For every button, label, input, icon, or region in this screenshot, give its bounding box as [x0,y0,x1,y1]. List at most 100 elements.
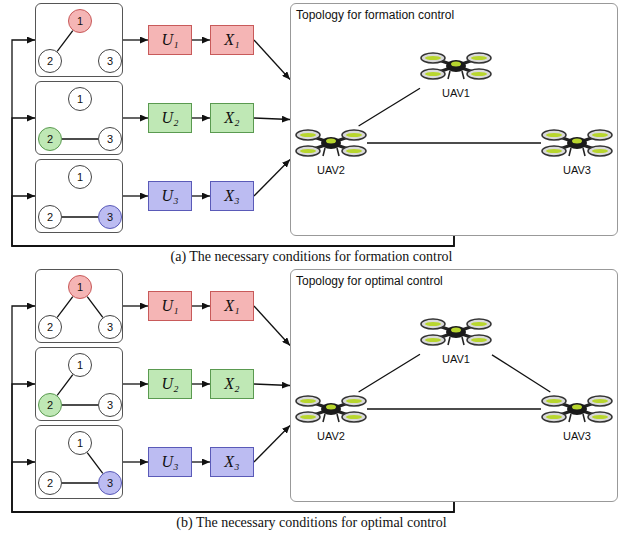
graph-panel: 1 2 3 [35,159,123,233]
vertex-number: 3 [107,55,113,67]
vertex-number: 2 [47,399,53,411]
connector [254,118,290,120]
signal-name: U₁ [161,297,178,315]
drone-icon [295,392,367,426]
graph-vertex: 1 [68,165,92,189]
signal-name: X₃ [224,187,239,205]
uav-node: UAV1 [420,315,492,365]
signal-box: U₁ [148,25,192,55]
graph-vertex: 1 [68,87,92,111]
connector [192,461,210,462]
vertex-number: 2 [47,133,53,145]
signal-box: X₃ [210,181,254,211]
drone-icon [420,315,492,349]
signal-box: U₃ [148,181,192,211]
vertex-number: 2 [47,321,53,333]
drone-icon [541,392,613,426]
signal-box: X₁ [210,25,254,55]
uav-label: UAV2 [317,430,345,442]
drone-icon [420,49,492,83]
connector [254,384,290,386]
uav-node: UAV1 [420,49,492,99]
signal-name: U₂ [161,109,178,127]
graph-panel: 1 2 3 [35,269,123,343]
connector [254,426,290,463]
graph-vertex: 3 [98,127,122,151]
uav-node: UAV2 [295,126,367,176]
connector [123,461,148,462]
graph-vertex: 3 [98,471,122,495]
signal-name: X₁ [224,297,239,315]
graph-vertex: 2 [38,393,62,417]
uav-label: UAV3 [563,164,591,176]
vertex-number: 3 [107,399,113,411]
graph-vertex: 1 [68,9,92,33]
figure-caption: (b) The necessary conditions for optimal… [0,515,623,531]
connector [12,384,454,512]
figure-caption: (a) The necessary conditions for formati… [0,249,623,265]
uav-node: UAV2 [295,392,367,442]
connector [192,383,210,384]
vertex-number: 2 [47,477,53,489]
connector [123,117,148,118]
connector [492,355,550,392]
connector [12,118,454,246]
uav-label: UAV3 [563,430,591,442]
signal-box: U₂ [148,103,192,133]
connector [192,117,210,118]
vertex-number: 3 [107,321,113,333]
graph-vertex: 1 [68,275,92,299]
signal-name: X₃ [224,453,239,471]
panel-title: Topology for optimal control [296,274,443,288]
signal-name: U₃ [161,187,178,205]
signal-name: U₂ [161,375,178,393]
connector [57,31,73,52]
graph-vertex: 3 [98,205,122,229]
connector [57,297,73,318]
connector [87,297,103,318]
signal-name: U₃ [161,453,178,471]
graph-panel: 1 2 3 [35,425,123,499]
connector [87,453,103,474]
connector [62,482,98,483]
connector [367,142,541,143]
drone-icon [541,126,613,160]
signal-box: X₁ [210,291,254,321]
signal-box: U₃ [148,447,192,477]
graph-vertex: 3 [98,315,122,339]
signal-box: X₃ [210,447,254,477]
connector [254,306,290,346]
topology-panel: Topology for optimal controlUAV1UAV2 UAV3 [290,269,618,502]
graph-vertex: 3 [98,49,122,73]
graph-vertex: 2 [38,49,62,73]
graph-vertex: 3 [98,393,122,417]
connector [123,383,148,384]
signal-name: U₁ [161,31,178,49]
topology-panel: Topology for formation controlUAV1UAV2UA… [290,3,618,236]
vertex-number: 1 [77,15,83,27]
signal-box: U₁ [148,291,192,321]
uav-label: UAV1 [442,87,470,99]
connector [192,195,210,196]
graph-vertex: 1 [68,431,92,455]
signal-name: X₂ [224,109,239,127]
connector [123,305,148,306]
signal-box: X₂ [210,369,254,399]
graph-vertex: 2 [38,315,62,339]
vertex-number: 3 [107,133,113,145]
vertex-number: 3 [107,211,113,223]
signal-name: X₁ [224,31,239,49]
graph-vertex: 2 [38,127,62,151]
graph-vertex: 2 [38,205,62,229]
vertex-number: 1 [77,171,83,183]
vertex-number: 3 [107,477,113,489]
uav-node: UAV3 [541,126,613,176]
connector [62,404,98,405]
signal-name: X₂ [224,375,239,393]
vertex-number: 1 [77,359,83,371]
graph-panel: 1 2 3 [35,347,123,421]
graph-panel: 1 2 3 [35,81,123,155]
connector [359,354,420,392]
connector [62,216,98,217]
